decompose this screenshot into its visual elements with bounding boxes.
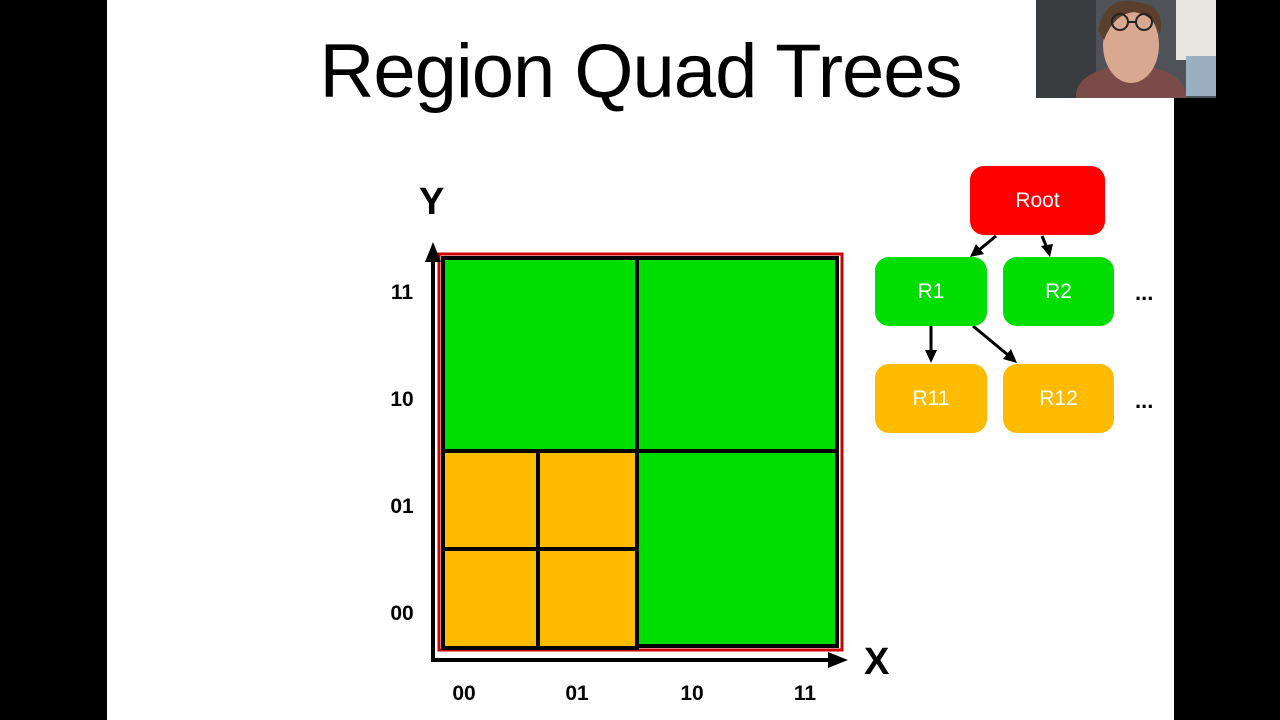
edge-r1-r11-head [925, 350, 937, 363]
edge-r1-r12 [972, 324, 1009, 357]
subquadrant-br [536, 547, 639, 650]
x-tick-11: 11 [793, 682, 817, 705]
y-tick-01: 01 [390, 495, 414, 518]
subquadrant-tl [441, 449, 540, 551]
x-tick-10: 10 [680, 682, 704, 705]
y-axis-label: Y [419, 181, 445, 223]
y-axis-arrowhead [425, 242, 441, 262]
y-tick-11: 11 [390, 281, 414, 304]
slide-title: Region Quad Trees [319, 29, 962, 114]
level1-ellipsis: ... [1135, 280, 1154, 305]
x-tick-00: 00 [452, 682, 476, 705]
quadrant-bottom-right [635, 449, 839, 648]
edge-root-r1 [978, 234, 997, 252]
quadrant-top-left [441, 256, 639, 453]
quadrant-top-right [635, 256, 839, 453]
y-tick-00: 00 [390, 602, 414, 625]
tree-node-r2: R2 [1003, 257, 1114, 326]
presenter-video-icon [1036, 0, 1216, 98]
subquadrant-tr [536, 449, 639, 551]
x-tick-01: 01 [565, 682, 589, 705]
edge-root-r2-head [1041, 244, 1053, 257]
y-tick-10: 10 [390, 388, 414, 411]
edge-root-r1-head [970, 244, 984, 257]
presenter-webcam [1036, 0, 1216, 98]
level2-ellipsis: ... [1135, 388, 1154, 413]
x-axis-arrowhead [828, 652, 848, 668]
tree-node-root: Root [970, 166, 1105, 235]
tree-node-r12: R12 [1003, 364, 1114, 433]
region-boundary [437, 252, 844, 652]
tree-node-r11: R11 [875, 364, 987, 433]
x-axis-label: X [864, 641, 890, 683]
subquadrant-bl [441, 547, 540, 650]
tree-node-r1: R1 [875, 257, 987, 326]
edge-r1-r12-head [1003, 349, 1017, 363]
